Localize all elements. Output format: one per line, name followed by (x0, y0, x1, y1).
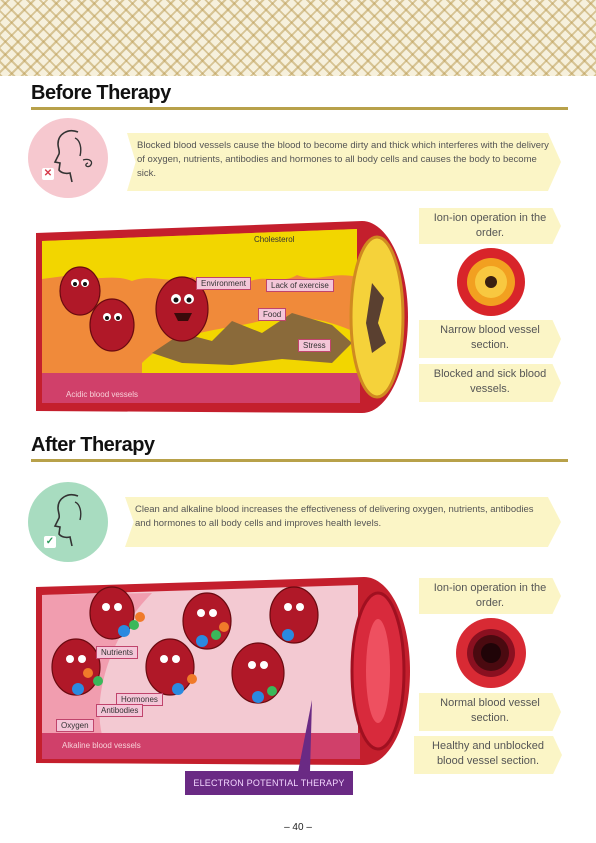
label-oxygen: Oxygen (56, 719, 94, 732)
therapy-pointer (298, 700, 312, 772)
label-lack-of-exercise: Lack of exercise (266, 279, 334, 292)
blocked-vessel-illustration (36, 221, 408, 413)
label-acidic-vessel: Acidic blood vessels (66, 390, 139, 399)
cross-mark-icon: ✕ (42, 168, 54, 180)
label-environment: Environment (196, 277, 251, 290)
label-stress: Stress (298, 339, 331, 352)
before-side-result: Blocked and sick blood vessels. (419, 364, 561, 402)
after-side-section: Normal blood vessel section. (419, 693, 561, 731)
before-side-operation: Ion-ion operation in the order. (419, 208, 561, 244)
decorative-pattern-header (0, 0, 596, 76)
electron-potential-therapy-banner: ELECTRON POTENTIAL THERAPY (185, 771, 353, 795)
label-alkaline-vessel: Alkaline blood vessels (62, 741, 141, 750)
after-side-operation: Ion-ion operation in the order. (419, 578, 561, 614)
after-therapy-title: After Therapy (31, 434, 155, 456)
normal-vessel-section-icon (456, 618, 526, 688)
after-side-result: Healthy and unblocked blood vessel secti… (414, 736, 562, 774)
page-number: – 40 – (284, 822, 312, 833)
healthy-face-icon: ✓ (28, 482, 108, 562)
before-title-rule (31, 107, 568, 110)
before-therapy-title: Before Therapy (31, 82, 171, 104)
label-nutrients: Nutrients (96, 646, 139, 659)
narrow-vessel-section-icon (457, 248, 525, 316)
sick-face-icon: ✕ (28, 118, 108, 198)
after-title-rule (31, 459, 568, 462)
label-cholesterol: Cholesterol (254, 235, 295, 244)
after-description: Clean and alkaline blood increases the e… (125, 497, 561, 547)
check-mark-icon: ✓ (44, 536, 56, 548)
label-antibodies: Antibodies (96, 704, 144, 717)
label-food: Food (258, 308, 287, 321)
before-description: Blocked blood vessels cause the blood to… (127, 133, 561, 191)
before-side-section: Narrow blood vessel section. (419, 320, 561, 358)
